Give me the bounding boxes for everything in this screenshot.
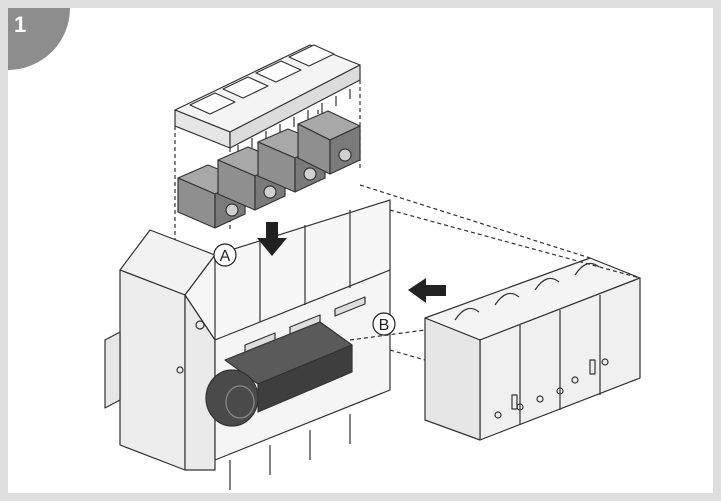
- terminal-blocks: [177, 110, 361, 229]
- terminal-block: [297, 110, 361, 175]
- callout-a-label: A: [220, 248, 231, 265]
- side-shroud-cover: [424, 257, 641, 441]
- callout-a: A: [213, 243, 237, 267]
- callout-b-label: B: [379, 317, 390, 334]
- callout-b: B: [372, 312, 396, 336]
- step-number: 1: [14, 12, 27, 37]
- down-arrow-icon: [257, 222, 287, 256]
- left-arrow-icon: [408, 278, 446, 303]
- rotary-handle: [205, 321, 353, 427]
